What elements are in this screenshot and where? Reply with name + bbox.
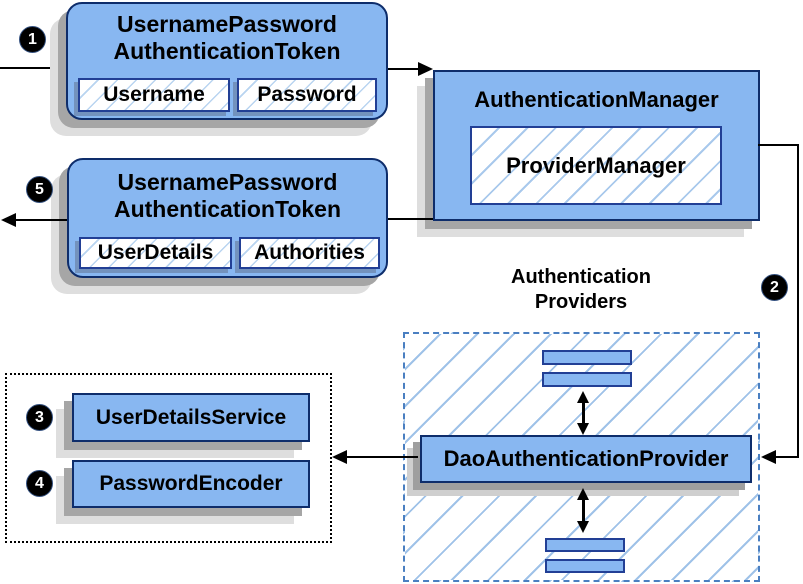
flow-line-to-result-token xyxy=(388,218,433,220)
step-badge-1: 1 xyxy=(19,26,46,53)
field-authorities: Authorities xyxy=(239,237,380,269)
arrowhead-up-icon xyxy=(577,488,589,500)
providers-label-line2: Providers xyxy=(534,291,628,313)
step-badge-5: 5 xyxy=(26,176,53,203)
arrow-stem xyxy=(581,497,585,524)
arrowhead-to-services xyxy=(332,450,347,464)
token-request-title-line2: AuthenticationToken xyxy=(113,38,341,64)
arrowhead-down-icon xyxy=(577,423,589,435)
arrow-stem xyxy=(581,400,585,426)
token-request-title-line1: UsernamePassword xyxy=(117,11,337,37)
provider-stack-bottom-bar-2 xyxy=(545,559,625,573)
flow-line-right-top xyxy=(758,144,799,146)
services-container xyxy=(5,373,332,543)
dao-authentication-provider-node: DaoAuthenticationProvider xyxy=(420,435,752,483)
field-username: Username xyxy=(78,78,230,112)
token-result-node: UsernamePassword AuthenticationToken Use… xyxy=(67,158,388,278)
arrowhead-down-icon xyxy=(577,521,589,533)
field-password: Password xyxy=(237,78,377,112)
flow-line-right-bottom xyxy=(776,456,799,458)
arrowhead-result-out xyxy=(1,213,16,227)
flow-line-result-out xyxy=(14,219,67,221)
token-result-title-line2: AuthenticationToken xyxy=(113,196,341,222)
provider-stack-top-bar-1 xyxy=(542,350,632,365)
token-result-title-line1: UsernamePassword xyxy=(117,169,338,195)
bidirectional-arrow-top xyxy=(576,391,590,435)
token-result-title: UsernamePassword AuthenticationToken xyxy=(69,160,386,223)
user-details-service-node: UserDetailsService xyxy=(72,393,310,442)
provider-manager-box: ProviderManager xyxy=(470,126,722,205)
authentication-providers-container: DaoAuthenticationProvider xyxy=(403,332,760,582)
step-badge-2: 2 xyxy=(761,274,788,301)
password-encoder-node: PasswordEncoder xyxy=(72,460,310,508)
flow-line-request-in xyxy=(0,67,66,69)
arrowhead-up-icon xyxy=(577,391,589,403)
providers-label: Authentication Providers xyxy=(431,265,731,315)
field-userdetails: UserDetails xyxy=(79,237,232,269)
step-badge-4: 4 xyxy=(26,470,53,497)
arrowhead-to-auth-manager xyxy=(418,62,433,76)
arrowhead-to-dao-provider xyxy=(761,450,776,464)
provider-stack-top-bar-2 xyxy=(542,372,632,387)
providers-label-line1: Authentication xyxy=(511,266,651,288)
auth-manager-title: AuthenticationManager xyxy=(474,87,719,112)
flow-line-to-auth-manager xyxy=(388,68,420,70)
step-badge-3: 3 xyxy=(26,404,53,431)
flow-line-right-vertical xyxy=(797,144,799,458)
token-request-title: UsernamePassword AuthenticationToken xyxy=(68,4,386,65)
bidirectional-arrow-bottom xyxy=(576,488,590,533)
flow-line-to-services xyxy=(347,456,418,458)
auth-manager-node: AuthenticationManager ProviderManager xyxy=(433,70,760,221)
provider-stack-bottom-bar-1 xyxy=(545,538,625,552)
token-request-node: UsernamePassword AuthenticationToken Use… xyxy=(66,2,388,120)
